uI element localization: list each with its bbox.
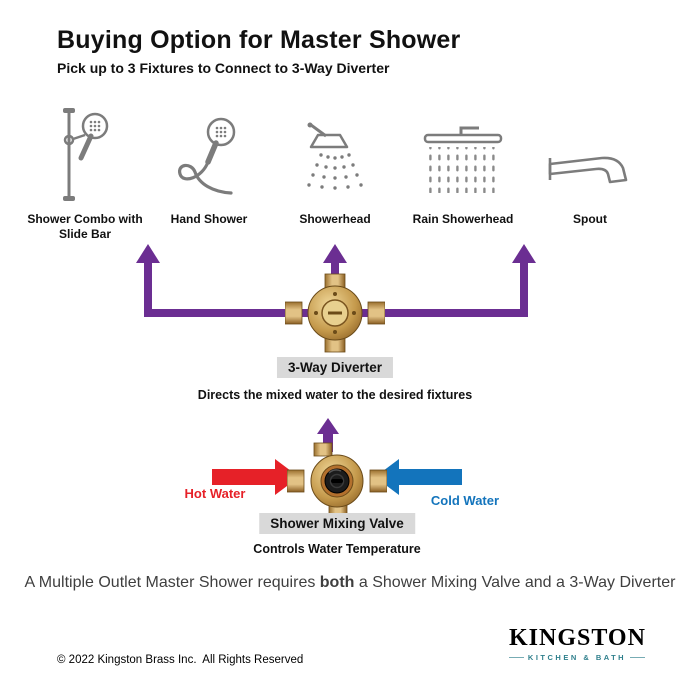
page-title: Buying Option for Master Shower: [57, 26, 461, 54]
arrowhead-left: [136, 244, 160, 263]
shower-combo-slide-bar-icon: [45, 104, 125, 206]
fixture-showerhead: Showerhead: [273, 104, 397, 227]
shower-mixing-valve: [286, 441, 388, 524]
fixture-hand-shower: Hand Shower: [147, 104, 271, 227]
fixture-rain-showerhead: Rain Showerhead: [401, 104, 525, 227]
fixture-label: Shower Combo with Slide Bar: [27, 212, 143, 241]
brand-name: KINGSTON: [509, 625, 646, 651]
tagline-rule-left: [509, 657, 524, 658]
arrowhead-right: [512, 244, 536, 263]
summary-text: A Multiple Outlet Master Shower requires…: [0, 574, 700, 592]
spout-icon: [542, 104, 638, 206]
hand-shower-icon: [169, 104, 249, 206]
cold-water-label: Cold Water: [430, 493, 500, 508]
fixture-label: Showerhead: [299, 212, 371, 226]
three-way-diverter-valve: [284, 272, 386, 359]
fixture-label: Hand Shower: [170, 212, 248, 226]
summary-prefix: A Multiple Outlet Master Shower requires: [24, 574, 320, 591]
kingston-logo: KINGSTON KITCHEN & BATH: [509, 625, 646, 662]
hot-water-label: Hot Water: [184, 486, 246, 501]
showerhead-icon: [295, 104, 375, 206]
summary-bold: both: [319, 574, 355, 591]
summary-suffix: a Shower Mixing Valve and a 3-Way Divert…: [354, 574, 676, 591]
mixing-valve-label: Shower Mixing Valve: [259, 513, 415, 534]
fixture-spout: Spout: [528, 104, 652, 227]
copyright-text: © 2022 Kingston Brass Inc. All Rights Re…: [57, 654, 304, 666]
diverter-label: 3-Way Diverter: [276, 357, 394, 378]
rain-showerhead-icon: [417, 104, 509, 206]
tagline-rule-right: [630, 657, 646, 658]
mixing-valve-description: Controls Water Temperature: [253, 542, 421, 556]
fixture-shower-combo: Shower Combo with Slide Bar: [23, 104, 147, 242]
arrowhead-center: [323, 244, 347, 263]
cold-water-arrow: [375, 459, 462, 495]
tagline-text: KITCHEN & BATH: [527, 653, 627, 662]
hot-water-arrow: [212, 459, 299, 495]
page-subtitle: Pick up to 3 Fixtures to Connect to 3-Wa…: [57, 60, 390, 76]
fixture-label: Rain Showerhead: [412, 212, 514, 226]
mixed-water-up-arrow: [317, 418, 339, 452]
fixture-label: Spout: [573, 212, 607, 226]
brand-tagline: KITCHEN & BATH: [509, 653, 646, 662]
diverter-description: Directs the mixed water to the desired f…: [197, 388, 473, 402]
